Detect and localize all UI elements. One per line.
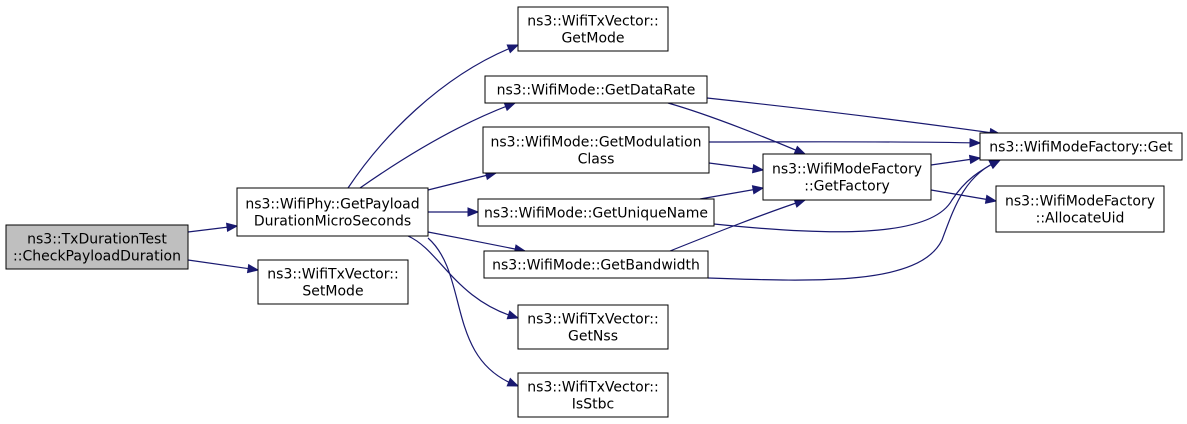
edge-getbandwidth-to-getfactory: [669, 199, 806, 252]
edge-getdatarate-to-getfactory-arrowhead: [793, 145, 807, 155]
node-getbandwidth-box: [483, 250, 709, 279]
edge-getpayload-to-isstbc: [427, 237, 519, 387]
node-checkpayload-label-line-1: ::CheckPayloadDuration: [13, 249, 181, 265]
node-getdatarate[interactable]: ns3::WifiMode::GetDataRate: [484, 75, 708, 104]
edge-getpayload-to-getdatarate-arrowhead: [503, 102, 517, 112]
node-txv-getmode-label-line-0: ns3::WifiTxVector::: [527, 14, 658, 30]
edge-getpayload-to-getmodclass: [427, 172, 497, 191]
edge-getpayload-to-isstbc-arrowhead: [506, 377, 520, 387]
node-getmodclass-label-line-0: ns3::WifiMode::GetModulation: [491, 135, 702, 151]
node-isstbc-box: [517, 372, 669, 418]
nodes-layer: ns3::TxDurationTest::CheckPayloadDuratio…: [5, 6, 1183, 418]
edge-getpayload-to-getdatarate: [359, 102, 516, 189]
node-checkpayload-box: [5, 224, 189, 270]
node-getdatarate-label-line-0: ns3::WifiMode::GetDataRate: [497, 83, 696, 99]
node-getmodclass-box: [482, 126, 710, 174]
node-isstbc-label-line-1: IsStbc: [572, 397, 614, 413]
node-getnss-label-line-0: ns3::WifiTxVector::: [527, 312, 658, 328]
node-getuniquename[interactable]: ns3::WifiMode::GetUniqueName: [477, 198, 715, 227]
node-allocateuid-box: [995, 185, 1165, 233]
edges-layer: [187, 44, 1002, 387]
node-getpayload-label-line-1: DurationMicroSeconds: [254, 214, 411, 230]
edge-checkpayload-to-setmode: [187, 259, 259, 271]
node-factory-get[interactable]: ns3::WifiModeFactory::Get: [979, 132, 1183, 161]
edge-getmodclass-to-getfactory-arrowhead: [751, 163, 765, 174]
node-setmode-label-line-1: SetMode: [302, 284, 363, 300]
edge-getmodclass-to-factory-get: [708, 141, 981, 144]
node-isstbc-label-line-0: ns3::WifiTxVector::: [527, 380, 658, 396]
edge-checkpayload-to-getpayload-arrowhead: [226, 222, 239, 232]
node-getpayload[interactable]: ns3::WifiPhy::GetPayloadDurationMicroSec…: [236, 187, 429, 237]
edge-getfactory-to-factory-get-arrowhead: [968, 154, 982, 165]
node-getfactory-box: [762, 153, 932, 201]
node-getfactory-label-line-0: ns3::WifiModeFactory: [772, 162, 922, 178]
node-getpayload-label-line-0: ns3::WifiPhy::GetPayload: [245, 197, 419, 213]
edge-getuniquename-to-getfactory-arrowhead: [751, 185, 765, 195]
edge-getuniquename-to-getfactory: [699, 187, 764, 200]
node-getnss-label-line-1: GetNss: [568, 329, 618, 345]
edge-getbandwidth-to-factory-get: [707, 159, 1001, 281]
node-isstbc[interactable]: ns3::WifiTxVector::IsStbc: [517, 372, 669, 418]
edge-getdatarate-to-factory-get: [706, 97, 1001, 135]
edge-getmodclass-to-factory-get-arrowhead: [969, 138, 982, 148]
node-getmodclass-label-line-1: Class: [578, 152, 615, 168]
edge-getpayload-to-getnss: [407, 235, 519, 319]
node-allocateuid-label-line-0: ns3::WifiModeFactory: [1005, 194, 1155, 210]
node-getbandwidth[interactable]: ns3::WifiMode::GetBandwidth: [483, 250, 709, 279]
edge-getpayload-to-getnss-arrowhead: [506, 310, 520, 320]
node-getbandwidth-label-line-0: ns3::WifiMode::GetBandwidth: [492, 258, 700, 274]
node-getnss-box: [517, 304, 669, 350]
node-getuniquename-box: [477, 198, 715, 227]
edge-getfactory-to-allocateuid-arrowhead: [984, 194, 998, 204]
node-factory-get-label-line-0: ns3::WifiModeFactory::Get: [989, 140, 1173, 156]
node-getfactory[interactable]: ns3::WifiModeFactory::GetFactory: [762, 153, 932, 201]
node-getuniquename-label-line-0: ns3::WifiMode::GetUniqueName: [484, 206, 708, 222]
node-allocateuid[interactable]: ns3::WifiModeFactory::AllocateUid: [995, 185, 1165, 233]
edge-getfactory-to-allocateuid: [930, 189, 997, 202]
node-getdatarate-box: [484, 75, 708, 104]
edge-getpayload-to-txv-getmode: [347, 44, 519, 189]
node-txv-getmode-label-line-1: GetMode: [561, 31, 624, 47]
edge-checkpayload-to-setmode-arrowhead: [246, 263, 260, 274]
node-factory-get-box: [979, 132, 1183, 161]
edge-getuniquename-to-factory-get: [713, 159, 1001, 233]
edge-getdatarate-to-getfactory: [667, 102, 806, 155]
node-checkpayload[interactable]: ns3::TxDurationTest::CheckPayloadDuratio…: [5, 224, 189, 270]
node-getfactory-label-line-1: ::GetFactory: [804, 179, 890, 195]
node-getnss[interactable]: ns3::WifiTxVector::GetNss: [517, 304, 669, 350]
edge-getpayload-to-getuniquename-arrowhead: [467, 207, 480, 217]
node-setmode-label-line-0: ns3::WifiTxVector::: [267, 267, 398, 283]
node-setmode-box: [257, 259, 409, 305]
node-txv-getmode[interactable]: ns3::WifiTxVector::GetMode: [517, 6, 669, 52]
node-txv-getmode-box: [517, 6, 669, 52]
node-allocateuid-label-line-1: ::AllocateUid: [1036, 211, 1125, 227]
node-checkpayload-label-line-0: ns3::TxDurationTest: [27, 232, 167, 248]
node-getpayload-box: [236, 187, 429, 237]
node-setmode[interactable]: ns3::WifiTxVector::SetMode: [257, 259, 409, 305]
edge-getpayload-to-getbandwidth: [427, 231, 526, 252]
edge-getpayload-to-txv-getmode-arrowhead: [506, 44, 520, 54]
edge-getbandwidth-to-getfactory-arrowhead: [793, 198, 807, 208]
